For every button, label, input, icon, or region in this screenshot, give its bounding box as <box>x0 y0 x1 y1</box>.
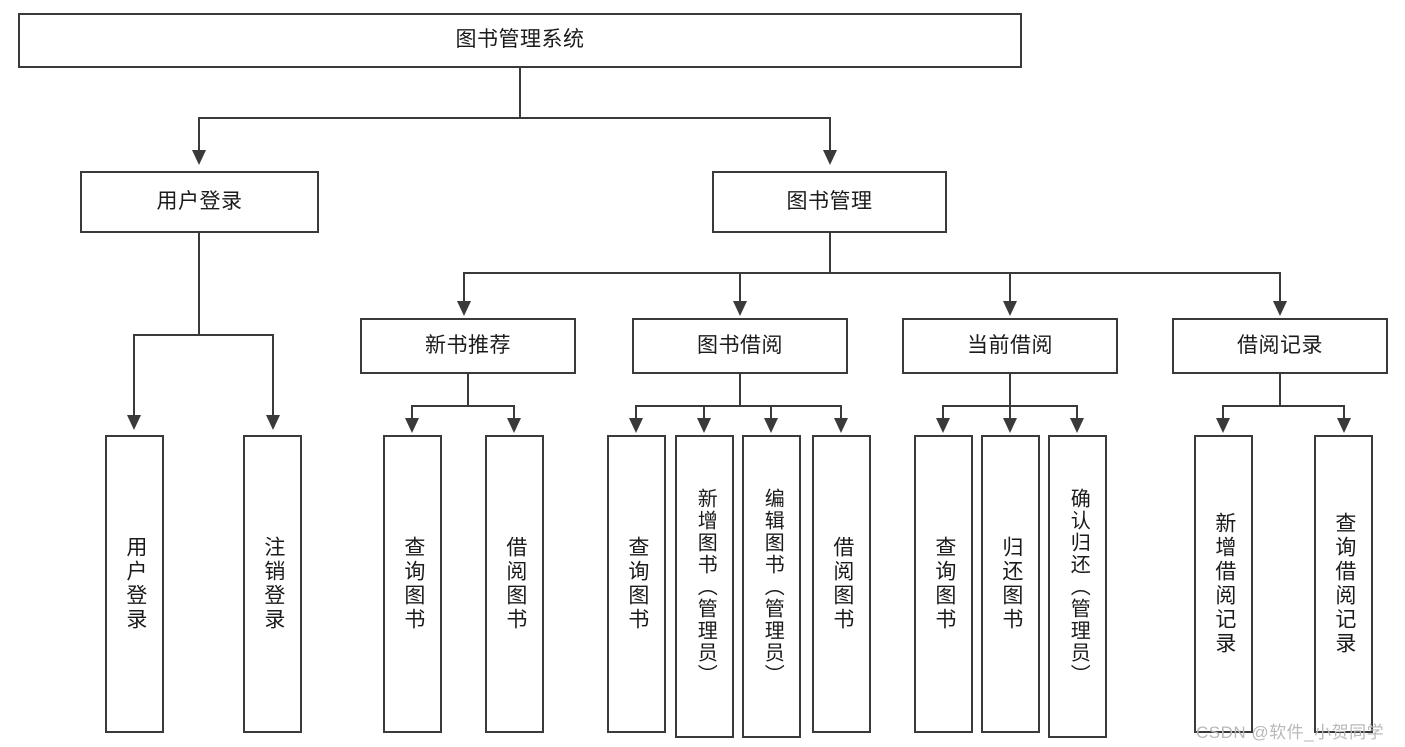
arrow-user-login-to-leaf-1 <box>266 415 280 430</box>
arrow-root-to-book-mgmt <box>823 150 837 165</box>
edge-borrow-record-stem <box>1279 374 1281 406</box>
leaf-new-book-query-book[interactable]: 查询图书 <box>383 435 442 733</box>
edge-current-borrow-to-leaf-2 <box>1076 405 1078 419</box>
edge-new-book-to-leaf-0 <box>411 405 413 419</box>
arrow-new-book-to-leaf-1 <box>507 418 521 433</box>
edge-book-borrow-bus <box>635 405 841 407</box>
edge-book-mgmt-to-l3-3 <box>1279 272 1281 302</box>
edge-book-borrow-to-leaf-0 <box>635 405 637 419</box>
leaf-current-borrow-return-book[interactable]: 归还图书 <box>981 435 1040 733</box>
arrow-current-borrow-to-leaf-0 <box>936 418 950 433</box>
arrow-borrow-record-to-leaf-0 <box>1216 418 1230 433</box>
edge-borrow-record-to-leaf-0 <box>1222 405 1224 419</box>
edge-book-borrow-to-leaf-1 <box>703 405 705 419</box>
edge-user-login-to-leaf-1 <box>272 334 274 416</box>
arrow-root-to-user-login <box>192 150 206 165</box>
leaf-book-borrow-borrow-book[interactable]: 借阅图书 <box>812 435 871 733</box>
edge-book-mgmt-stem <box>829 233 831 273</box>
arrow-book-borrow-to-leaf-1 <box>697 418 711 433</box>
leaf-current-borrow-query-book[interactable]: 查询图书 <box>914 435 973 733</box>
edge-book-borrow-to-leaf-2 <box>770 405 772 419</box>
arrow-book-mgmt-to-l3-3 <box>1273 301 1287 316</box>
edge-new-book-to-leaf-1 <box>513 405 515 419</box>
arrow-book-mgmt-to-l3-0 <box>457 301 471 316</box>
edge-new-book-stem <box>467 374 469 406</box>
arrow-book-borrow-to-leaf-0 <box>629 418 643 433</box>
edge-root-to-book-mgmt <box>829 117 831 151</box>
edge-book-mgmt-bus <box>463 272 1280 274</box>
edge-root-to-user-login <box>198 117 200 151</box>
node-current-borrow[interactable]: 当前借阅 <box>902 318 1118 374</box>
leaf-book-borrow-edit-book-admin[interactable]: 编辑图书（管理员） <box>742 435 801 738</box>
leaf-user-login-login[interactable]: 用户登录 <box>105 435 164 733</box>
node-user-login[interactable]: 用户登录 <box>80 171 319 233</box>
edge-root-bus <box>198 117 830 119</box>
edge-new-book-bus <box>411 405 514 407</box>
node-borrow-record[interactable]: 借阅记录 <box>1172 318 1388 374</box>
edge-book-mgmt-to-l3-2 <box>1009 272 1011 302</box>
leaf-new-book-borrow-book[interactable]: 借阅图书 <box>485 435 544 733</box>
edge-book-mgmt-to-l3-1 <box>739 272 741 302</box>
leaf-user-login-logout[interactable]: 注销登录 <box>243 435 302 733</box>
edge-borrow-record-bus <box>1222 405 1344 407</box>
leaf-borrow-record-query-record[interactable]: 查询借阅记录 <box>1314 435 1373 733</box>
node-book-borrow[interactable]: 图书借阅 <box>632 318 848 374</box>
edge-user-login-to-leaf-0 <box>133 334 135 416</box>
edge-current-borrow-stem <box>1009 374 1011 406</box>
arrow-book-borrow-to-leaf-3 <box>834 418 848 433</box>
leaf-current-borrow-confirm-return-admin[interactable]: 确认归还（管理员） <box>1048 435 1107 738</box>
edge-user-login-stem <box>198 233 200 335</box>
arrow-current-borrow-to-leaf-1 <box>1003 418 1017 433</box>
arrow-borrow-record-to-leaf-1 <box>1337 418 1351 433</box>
arrow-new-book-to-leaf-0 <box>405 418 419 433</box>
leaf-book-borrow-query-book[interactable]: 查询图书 <box>607 435 666 733</box>
edge-user-login-bus <box>133 334 274 336</box>
edge-book-mgmt-to-l3-0 <box>463 272 465 302</box>
leaf-borrow-record-add-record[interactable]: 新增借阅记录 <box>1194 435 1253 733</box>
arrow-book-mgmt-to-l3-1 <box>733 301 747 316</box>
arrow-book-borrow-to-leaf-2 <box>764 418 778 433</box>
edge-current-borrow-to-leaf-1 <box>1009 405 1011 419</box>
edge-borrow-record-to-leaf-1 <box>1343 405 1345 419</box>
node-book-management[interactable]: 图书管理 <box>712 171 947 233</box>
node-new-book-recommend[interactable]: 新书推荐 <box>360 318 576 374</box>
edge-root-stem <box>519 68 521 118</box>
arrow-current-borrow-to-leaf-2 <box>1070 418 1084 433</box>
watermark-csdn: CSDN @软件_小贺同学 <box>1196 723 1385 742</box>
edge-book-borrow-stem <box>739 374 741 406</box>
node-root-system[interactable]: 图书管理系统 <box>18 13 1022 68</box>
leaf-book-borrow-add-book-admin[interactable]: 新增图书（管理员） <box>675 435 734 738</box>
edge-book-borrow-to-leaf-3 <box>840 405 842 419</box>
arrow-user-login-to-leaf-0 <box>127 415 141 430</box>
arrow-book-mgmt-to-l3-2 <box>1003 301 1017 316</box>
edge-current-borrow-to-leaf-0 <box>942 405 944 419</box>
